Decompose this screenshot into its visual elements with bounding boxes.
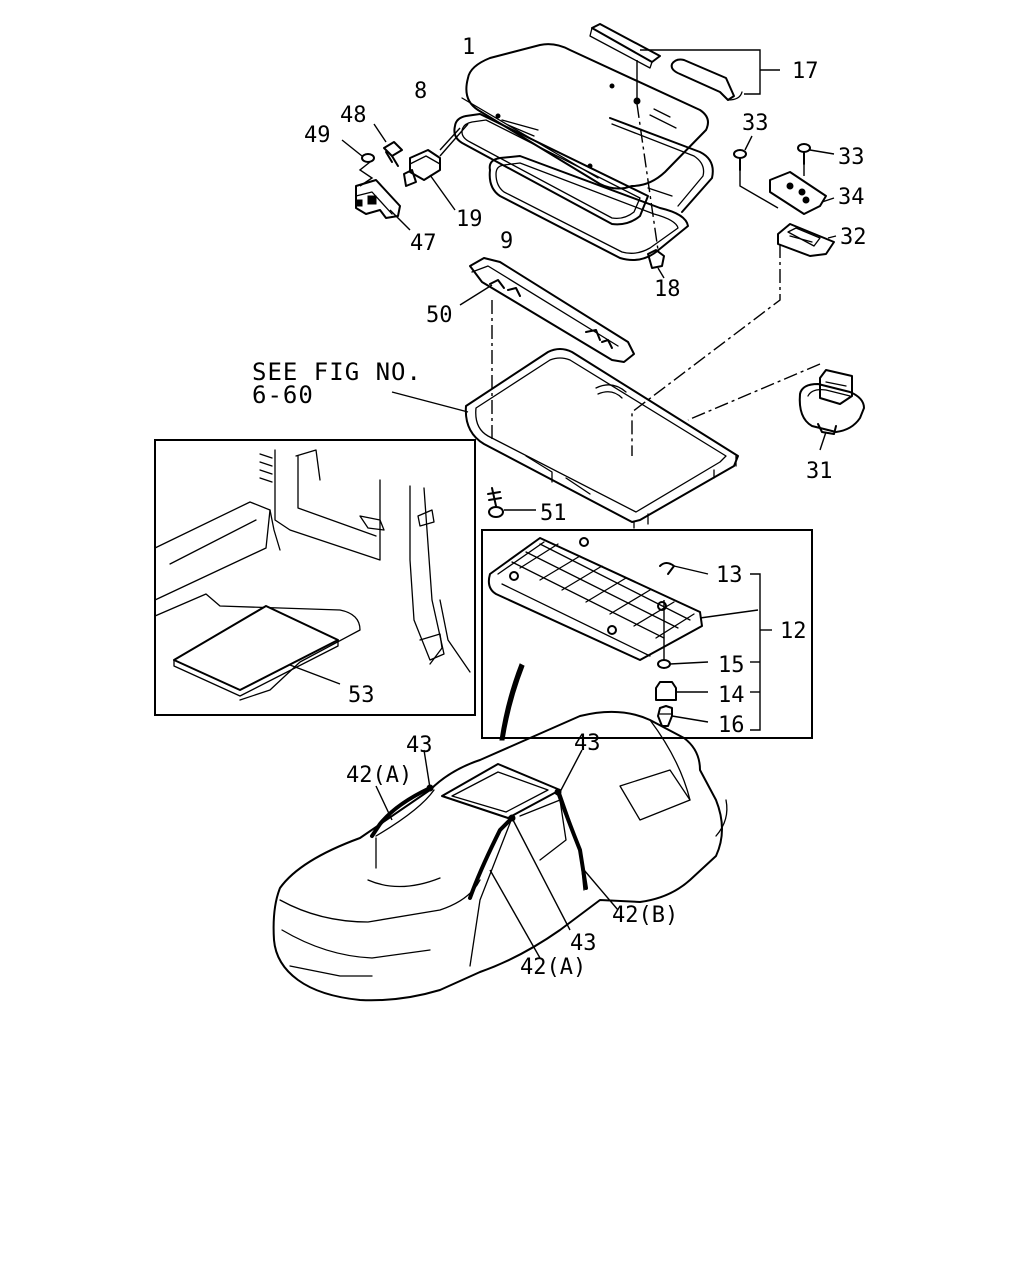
handle-32 [777,223,837,257]
sunroof-frame [391,348,739,529]
glass-seal-8 [453,113,714,226]
callout-53: 53 [348,683,375,708]
callout-42b: 42(B) [612,903,678,928]
screw-33-left [733,135,753,171]
interior-inset-panel [154,439,476,716]
callout-15: 15 [718,653,745,678]
deflector-50 [459,257,635,363]
callout-34: 34 [838,185,865,210]
figure-ref-line2: 6-60 [252,381,314,409]
callout-17: 17 [792,59,819,84]
callout-48: 48 [340,103,367,128]
callout-31: 31 [806,459,833,484]
screw-51 [487,487,536,518]
callout-33-right: 33 [838,145,865,170]
callout-47: 47 [410,231,437,256]
vehicle-body [272,710,728,1002]
hinge-block-19 [403,149,456,211]
frame-seal-9 [488,155,689,261]
callout-16: 16 [718,713,745,738]
callout-1: 1 [462,35,475,60]
callout-43-right: 43 [574,731,601,756]
clip-plate-34 [769,171,835,215]
callout-50: 50 [426,303,453,328]
motor-unit-31 [798,369,865,451]
connector-arrow [499,663,525,741]
callout-12: 12 [780,619,807,644]
figure-ref-line1: SEE FIG NO. [252,358,422,386]
callout-19: 19 [456,207,483,232]
callout-32: 32 [840,225,867,250]
deflector-strip-17 [589,23,780,101]
callout-49: 49 [304,123,331,148]
bolt-48 [373,123,403,167]
callout-51: 51 [540,501,567,526]
callout-43-left: 43 [406,733,433,758]
sunshade-inset-panel [481,529,813,739]
hinge-bracket-47 [355,179,411,231]
callout-13: 13 [716,563,743,588]
callout-42a-left: 42(A) [346,763,412,788]
washer-49 [341,139,375,163]
callout-18: 18 [654,277,681,302]
callout-14: 14 [718,683,745,708]
clip-18 [647,249,665,279]
callout-42a-bottom: 42(A) [520,955,586,980]
callout-43-bottom: 43 [570,931,597,956]
screw-33-right [797,143,835,165]
callout-33-left: 33 [742,111,769,136]
callout-8: 8 [414,79,427,104]
callout-9: 9 [500,229,513,254]
